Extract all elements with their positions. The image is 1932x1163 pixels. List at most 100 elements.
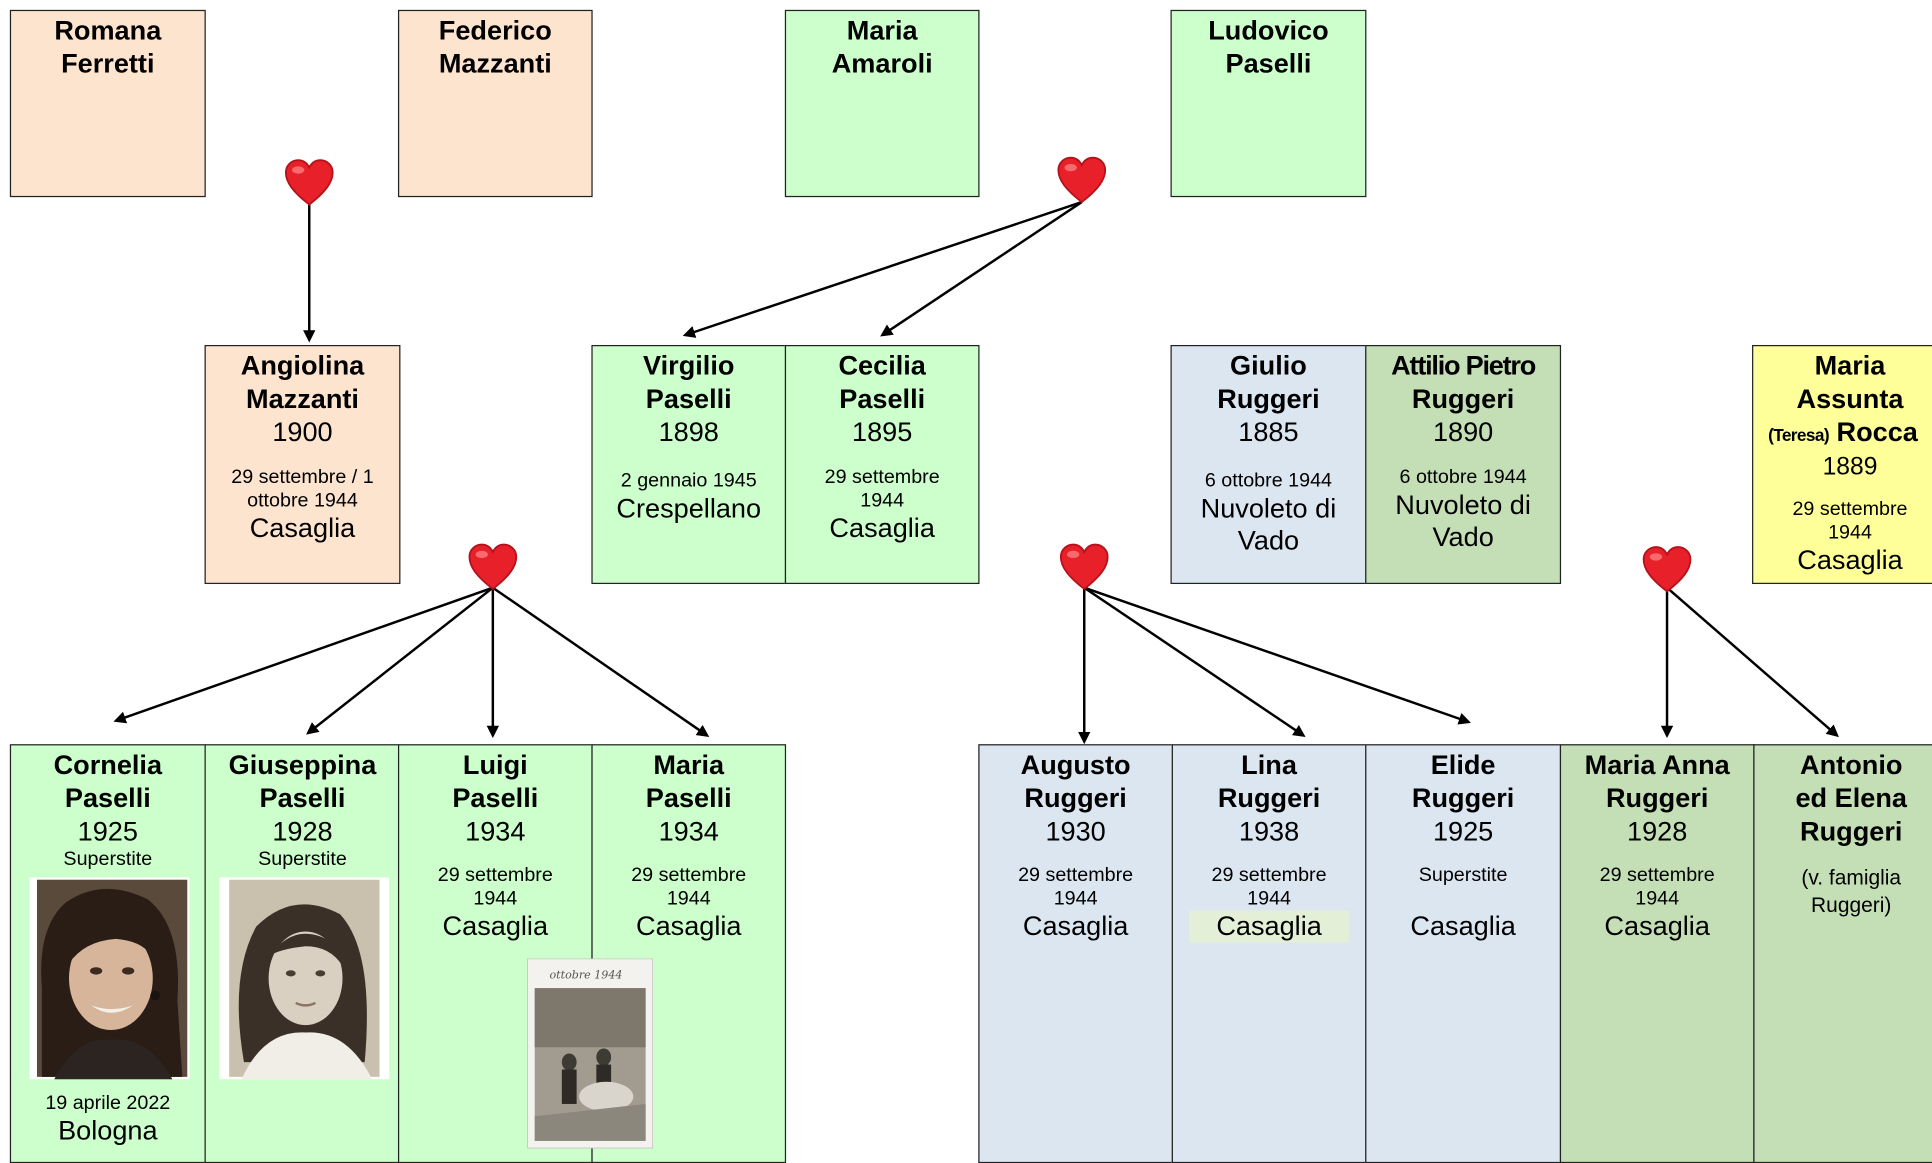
family-note-line2: Ruggeri) xyxy=(1811,893,1892,917)
person-surname: Ferretti xyxy=(61,48,155,79)
portrait-photo-cornelia xyxy=(29,877,190,1080)
death-place: Casaglia xyxy=(1797,544,1903,576)
person-augusto-ruggeri: Augusto Ruggeri 1930 29 settembre 1944 C… xyxy=(978,744,1173,1163)
arrow-to-antonio xyxy=(1666,586,1839,738)
heart-icon xyxy=(284,159,334,206)
death-date-year: 1944 xyxy=(473,888,518,910)
person-giulio-ruggeri: Giulio Ruggeri 1885 6 ottobre 1944 Nuvol… xyxy=(1170,344,1367,585)
person-surname: Ruggeri xyxy=(1605,782,1709,814)
death-date-year: 1944 xyxy=(1053,888,1098,910)
person-surname: Paselli xyxy=(452,782,539,814)
person-maria-anna-ruggeri: Maria Anna Ruggeri 1928 29 settembre 194… xyxy=(1559,744,1755,1163)
birth-year: 1928 xyxy=(1627,815,1688,847)
person-name: Romana xyxy=(54,14,162,46)
person-surname: Amaroli xyxy=(831,48,933,79)
birth-year: 1890 xyxy=(1432,416,1494,448)
person-name: Luigi xyxy=(462,749,528,780)
residence-place: Casaglia xyxy=(1410,910,1516,942)
survivor-status: Superstite xyxy=(258,848,347,870)
death-date: 19 aprile 2022 xyxy=(45,1092,171,1114)
birth-year: 1885 xyxy=(1238,416,1299,448)
person-ludovico-paselli: Ludovico Paselli xyxy=(1170,9,1367,198)
death-place: Casaglia xyxy=(1604,910,1710,942)
birth-year: 1934 xyxy=(465,815,526,847)
person-maria-assunta-rocca: Maria Assunta (Teresa) Rocca 1889 29 set… xyxy=(1752,344,1932,585)
death-place: Casaglia xyxy=(829,512,935,544)
survivor-status: Superstite xyxy=(63,848,153,870)
birth-year: 1938 xyxy=(1238,815,1300,847)
death-place: Casaglia xyxy=(1189,910,1349,943)
person-nickname: (Teresa) xyxy=(1768,425,1830,445)
heart-icon xyxy=(468,543,518,591)
person-surname: Ruggeri xyxy=(1411,782,1515,814)
death-date-year: 1944 xyxy=(860,490,905,512)
death-date: 29 settembre xyxy=(824,466,940,488)
death-date-year: 1944 xyxy=(1635,888,1680,910)
person-name: Antonio xyxy=(1800,749,1903,780)
person-name: Ludovico xyxy=(1208,14,1329,46)
person-name-2: ed Elena xyxy=(1795,782,1907,814)
death-place: Casaglia xyxy=(1022,910,1129,942)
death-date: 6 ottobre 1944 xyxy=(1399,466,1527,488)
death-place: Nuvoleto di xyxy=(1395,489,1531,520)
snapshot-photo: ottobre 1944 xyxy=(527,958,654,1149)
death-place: Casaglia xyxy=(635,910,742,942)
person-surname: Mazzanti xyxy=(438,48,552,79)
person-surname: Paselli xyxy=(64,782,151,814)
death-date-year: 1944 xyxy=(1247,888,1291,910)
person-name: Elide xyxy=(1430,749,1496,780)
death-date: 29 settembre xyxy=(1018,864,1134,886)
family-note: (v. famiglia xyxy=(1801,866,1902,890)
portrait-photo-giuseppina xyxy=(219,877,390,1080)
death-date: 29 settembre / 1 ottobre 1944 xyxy=(231,466,374,512)
person-angiolina-mazzanti: Angiolina Mazzanti 1900 29 settembre / 1… xyxy=(204,344,401,585)
birth-year: 1925 xyxy=(77,815,138,847)
person-surname-line: (Teresa) Rocca xyxy=(1753,415,1932,452)
birth-year: 1895 xyxy=(852,416,913,448)
death-date: 29 settembre xyxy=(1792,499,1908,520)
person-surname: Paselli xyxy=(1225,48,1312,79)
birth-year: 1925 xyxy=(1432,815,1494,847)
person-surname: Ruggeri xyxy=(1024,782,1127,814)
person-surname: Paselli xyxy=(645,782,732,814)
death-date-year: 1944 xyxy=(1828,522,1872,544)
person-antonio-elena-ruggeri: Antonio ed Elena Ruggeri (v. famiglia Ru… xyxy=(1753,744,1932,1163)
heart-icon xyxy=(1642,546,1692,593)
death-date: 29 settembre xyxy=(1599,864,1715,886)
person-maria-paselli: Maria Paselli 1934 29 settembre 1944 Cas… xyxy=(591,744,787,1163)
person-surname: Ruggeri xyxy=(1217,782,1321,814)
person-middle-name: Assunta xyxy=(1796,383,1904,414)
person-surname: Rocca xyxy=(1836,416,1918,448)
death-date: 29 settembre xyxy=(1211,864,1327,886)
birth-year: 1889 xyxy=(1822,453,1878,481)
death-place: Casaglia xyxy=(249,512,356,544)
birth-year: 1928 xyxy=(272,815,333,847)
death-date: 6 ottobre 1944 xyxy=(1204,470,1333,492)
heart-icon xyxy=(1057,156,1107,204)
snapshot-caption: ottobre 1944 xyxy=(550,968,623,981)
person-name: Lina xyxy=(1241,749,1297,780)
person-attilio-pietro-ruggeri: Attilio Pietro Ruggeri 1890 6 ottobre 19… xyxy=(1365,344,1562,585)
death-place-row: Casaglia xyxy=(1173,910,1365,943)
arrow-to-elide xyxy=(1083,586,1471,725)
person-name: Maria xyxy=(653,749,725,780)
person-surname: Paselli xyxy=(839,383,926,414)
death-date: 29 settembre xyxy=(631,864,747,886)
arrow-to-cecilia xyxy=(880,201,1083,337)
arrow-to-lina xyxy=(1083,586,1306,737)
person-name: Angiolina xyxy=(240,349,365,381)
person-name: Maria xyxy=(846,14,918,46)
birth-year: 1898 xyxy=(658,416,719,448)
birth-year: 1930 xyxy=(1045,815,1106,847)
arrow-to-maria-paselli xyxy=(492,586,710,737)
death-place-line2: Vado xyxy=(1432,521,1494,552)
person-name: Maria xyxy=(1814,349,1886,381)
person-name: Federico xyxy=(438,14,552,46)
person-maria-amaroli: Maria Amaroli xyxy=(784,9,980,198)
arrow-to-giuseppina xyxy=(306,586,494,735)
person-name: Giuseppina xyxy=(228,749,377,780)
death-place: Nuvoleto di xyxy=(1200,492,1337,524)
birth-year: 1934 xyxy=(658,815,719,847)
